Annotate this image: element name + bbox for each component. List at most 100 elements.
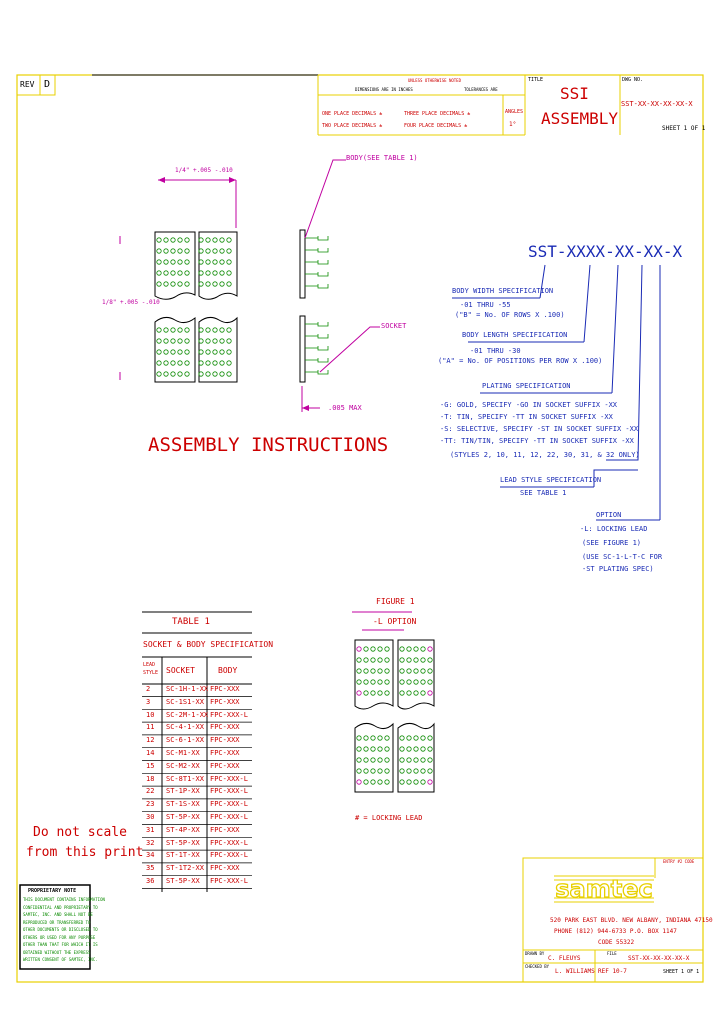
- company-phone: PHONE (812) 944-6733 P.O. BOX 1147: [554, 928, 677, 935]
- table-cell-socket: ST-4P-XX: [166, 825, 200, 834]
- socket-pin: [156, 338, 162, 344]
- socket-pin: [219, 237, 225, 243]
- socket-side: [305, 322, 329, 327]
- socket-pin: [399, 779, 405, 785]
- body-width-title: BODY WIDTH SPECIFICATION: [452, 287, 554, 295]
- socket-pin: [219, 259, 225, 265]
- table-cell-socket: SC-1H-1-XX: [166, 685, 209, 693]
- table-cell-socket: ST-1T2-XX: [166, 864, 204, 873]
- socket-pin: [156, 248, 162, 254]
- socket-pin: [356, 679, 362, 685]
- socket-pin: [413, 735, 419, 741]
- socket-pin: [163, 338, 169, 344]
- socket-pin: [170, 349, 176, 355]
- plating-line: -S: SELECTIVE, SPECIFY -ST IN SOCKET SUF…: [440, 425, 639, 433]
- tol-angles-val: 1°: [509, 121, 517, 128]
- socket-pin: [356, 735, 362, 741]
- socket-pin: [363, 690, 369, 696]
- socket-pin: [384, 735, 390, 741]
- proprietary-line: WRITTEN CONSENT OF SAMTEC, INC.: [23, 957, 98, 962]
- table-cell-socket: SC-M1-XX: [166, 749, 200, 757]
- socket-pin: [399, 646, 405, 652]
- socket-pin: [163, 259, 169, 265]
- socket-pin: [377, 657, 383, 663]
- sheet-border: [16, 74, 704, 983]
- socket-pin: [406, 646, 412, 652]
- socket-pin: [420, 746, 426, 752]
- side-view: [299, 159, 380, 412]
- company-address: 520 PARK EAST BLVD. NEW ALBANY, INDIANA …: [550, 917, 713, 924]
- table-cell-lead: 22: [146, 787, 155, 796]
- socket-pin: [420, 757, 426, 763]
- title-block-frame: [317, 75, 621, 136]
- socket-pin: [163, 237, 169, 243]
- socket-side: [305, 284, 329, 289]
- socket-pin: [198, 327, 204, 333]
- socket-pin: [420, 768, 426, 774]
- proprietary-line: OTHERS OR USED FOR ANY PURPOSE: [23, 934, 96, 940]
- table-cell-body: FPC-XXX: [210, 697, 240, 706]
- company-sheet: SHEET 1 OF 1: [663, 969, 700, 975]
- socket-pin: [219, 360, 225, 366]
- proprietary-line: REPRODUCED OR TRANSFERRED TO: [23, 919, 91, 925]
- socket-pin: [356, 668, 362, 674]
- socket-pin: [406, 757, 412, 763]
- socket-pin: [156, 270, 162, 276]
- socket-pin: [163, 248, 169, 254]
- figure1-subtitle: -L OPTION: [373, 617, 417, 626]
- socket-pin: [212, 327, 218, 333]
- plan-view: [119, 177, 238, 383]
- socket-pin: [363, 657, 369, 663]
- file-no: SST-XX-XX-XX-XX-X: [628, 955, 690, 962]
- socket-pin: [413, 779, 419, 785]
- table-cell-lead: 31: [146, 825, 155, 834]
- table-cell-socket: SC-1S1-XX: [166, 697, 204, 706]
- socket-pin: [212, 259, 218, 265]
- table-cell-body: FPC-XXX: [210, 864, 240, 873]
- socket-pin: [427, 746, 433, 752]
- socket-pin: [420, 668, 426, 674]
- socket-pin: [413, 679, 419, 685]
- socket-pin: [363, 768, 369, 774]
- socket-pin: [413, 768, 419, 774]
- socket-pin: [177, 327, 183, 333]
- figure1-title: FIGURE 1: [376, 597, 415, 606]
- socket-pin: [399, 690, 405, 696]
- option-line: (SEE FIGURE 1): [582, 539, 642, 547]
- socket-pin: [363, 757, 369, 763]
- socket-pin: [427, 768, 433, 774]
- socket-pin: [356, 657, 362, 663]
- socket-pin: [177, 338, 183, 344]
- socket-pin: [219, 248, 225, 254]
- socket-pin: [363, 668, 369, 674]
- socket-pin: [170, 327, 176, 333]
- plating-line: -TT: TIN/TIN, SPECIFY -TT IN SOCKET SUFF…: [440, 437, 634, 445]
- table-cell-lead: 34: [146, 851, 155, 860]
- socket-pin: [399, 757, 405, 763]
- socket-pin: [198, 259, 204, 265]
- socket-pin: [406, 746, 412, 752]
- socket-pin: [198, 237, 204, 243]
- socket-pin: [427, 735, 433, 741]
- table-cell-lead: 30: [146, 813, 155, 821]
- socket-pin: [377, 768, 383, 774]
- socket-pin: [177, 248, 183, 254]
- socket-pin: [170, 281, 176, 287]
- socket-pin: [413, 668, 419, 674]
- socket-pin: [184, 281, 190, 287]
- table-cell-body: FPC-XXX: [210, 761, 240, 770]
- socket-pin: [163, 349, 169, 355]
- part-number-leaders: [452, 264, 661, 521]
- socket-pin: [377, 690, 383, 696]
- socket-pin: [363, 679, 369, 685]
- socket-pin: [226, 259, 232, 265]
- socket-pin: [420, 779, 426, 785]
- proprietary-title: PROPRIETARY NOTE: [28, 888, 77, 894]
- socket-pin: [205, 349, 211, 355]
- socket-pin: [226, 237, 232, 243]
- socket-pin: [384, 690, 390, 696]
- body-length-line: ("A" = No. OF POSITIONS PER ROW X .100): [438, 357, 603, 365]
- socket-pin: [212, 281, 218, 287]
- table-cell-lead: 2: [146, 685, 151, 693]
